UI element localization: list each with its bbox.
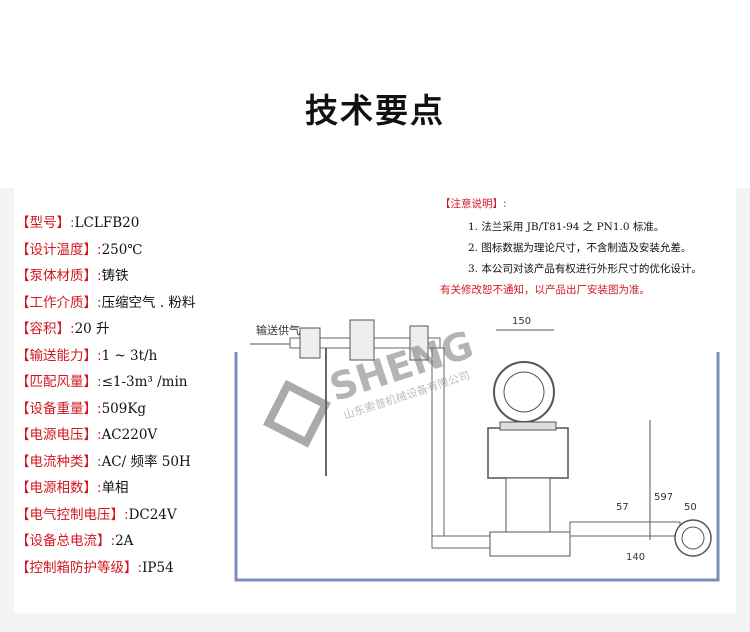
dim-140: 140 [626,552,645,563]
spec-row: 【型号】:LCLFB20 [16,210,236,237]
outlet-flange [674,519,712,557]
note-item-3: 3. 本公司对该产品有权进行外形尺寸的优化设计。 [468,263,702,275]
spec-value: LCLFB20 [74,215,140,231]
spec-row: 【设计温度】:250℃ [16,237,236,264]
spec-row: 【设备重量】:509Kg [16,396,236,423]
spec-row: 【工作介质】:压缩空气 . 粉料 [16,290,236,317]
spec-row: 【输送能力】:1 ~ 3t/h [16,343,236,370]
spec-label: 【电流种类】: [16,453,102,470]
pump-body [487,427,569,479]
valve-2 [349,319,375,361]
spec-row: 【匹配风量】:≤1-3m³ /min [16,369,236,396]
top-flange [493,361,555,423]
page-title: 技术要点 [305,91,445,130]
dim-57: 57 [616,502,629,513]
spec-value: 单相 [101,480,129,496]
notes-block: 【注意说明】: 1. 法兰采用 JB/T81-94 之 PN1.0 标准。 2.… [440,196,740,301]
inlet-label: 输送供气 [256,323,300,337]
spec-row: 【容积】:20 升 [16,316,236,343]
dim-150: 150 [512,316,531,327]
spec-value: DC24V [128,506,177,523]
spec-label: 【控制箱防护等级】: [16,559,143,576]
notes-title: 【注意说明】: [440,198,507,210]
spec-value: 1 ~ 3t/h [101,347,158,364]
valve-1 [299,327,321,359]
note-item-2: 2. 图标数据为理论尺寸，不含制造及安装允差。 [468,242,692,254]
spec-label: 【设备重量】: [16,400,102,417]
content-panel [14,188,736,613]
spec-row: 【电气控制电压】:DC24V [16,502,236,529]
spec-value: AC/ 频率 50H [101,453,191,470]
outlet-flange-inner [681,526,705,550]
spec-row: 【泵体材质】:铸铁 [16,263,236,290]
spec-value: 509Kg [101,400,147,417]
dim-597: 597 [654,492,673,503]
valve-3 [409,325,429,361]
pump-base [489,531,571,557]
spec-label: 【容积】: [16,321,75,337]
spec-value: IP54 [142,559,174,576]
room-outline [234,352,720,582]
notes-footer: 有关修改恕不通知，以产品出厂安装图为准。 [440,284,650,296]
spec-label: 【设备总电流】: [16,533,116,549]
spec-row: 【电源电压】:AC220V [16,422,236,449]
note-item-1: 1. 法兰采用 JB/T81-94 之 PN1.0 标准。 [468,221,665,233]
spec-row: 【电源相数】:单相 [16,475,236,502]
spec-value: 250℃ [101,241,143,258]
spec-value: ≤1-3m³ /min [101,374,188,390]
top-flange-inner [503,371,545,413]
spec-label: 【电气控制电压】: [16,506,129,523]
spec-label: 【电源电压】: [16,427,102,443]
spec-label: 【型号】: [16,215,75,231]
spec-label: 【设计温度】: [16,241,102,258]
spec-value: 铸铁 [101,268,129,284]
spec-value: 压缩空气 . 粉料 [101,294,196,311]
spec-row: 【电流种类】:AC/ 频率 50H [16,449,236,476]
spec-label: 【工作介质】: [16,294,102,311]
technical-drawing: 输送供气 150 597 57 50 140 [234,316,720,582]
outlet-pipe [569,521,681,537]
pump-neck [499,421,557,431]
spec-list: 【型号】:LCLFB20【设计温度】:250℃【泵体材质】:铸铁【工作介质】:压… [16,210,236,581]
spec-row: 【控制箱防护等级】:IP54 [16,555,236,582]
dim-50: 50 [684,502,697,513]
spec-value: AC220V [101,427,158,443]
spec-row: 【设备总电流】:2A [16,528,236,555]
spec-label: 【电源相数】: [16,480,102,496]
vertical-pipe [431,347,445,549]
spec-value: 20 升 [74,321,110,337]
spec-label: 【输送能力】: [16,347,102,364]
spec-value: 2A [115,533,134,549]
spec-label: 【泵体材质】: [16,268,102,284]
spec-label: 【匹配风量】: [16,374,102,390]
